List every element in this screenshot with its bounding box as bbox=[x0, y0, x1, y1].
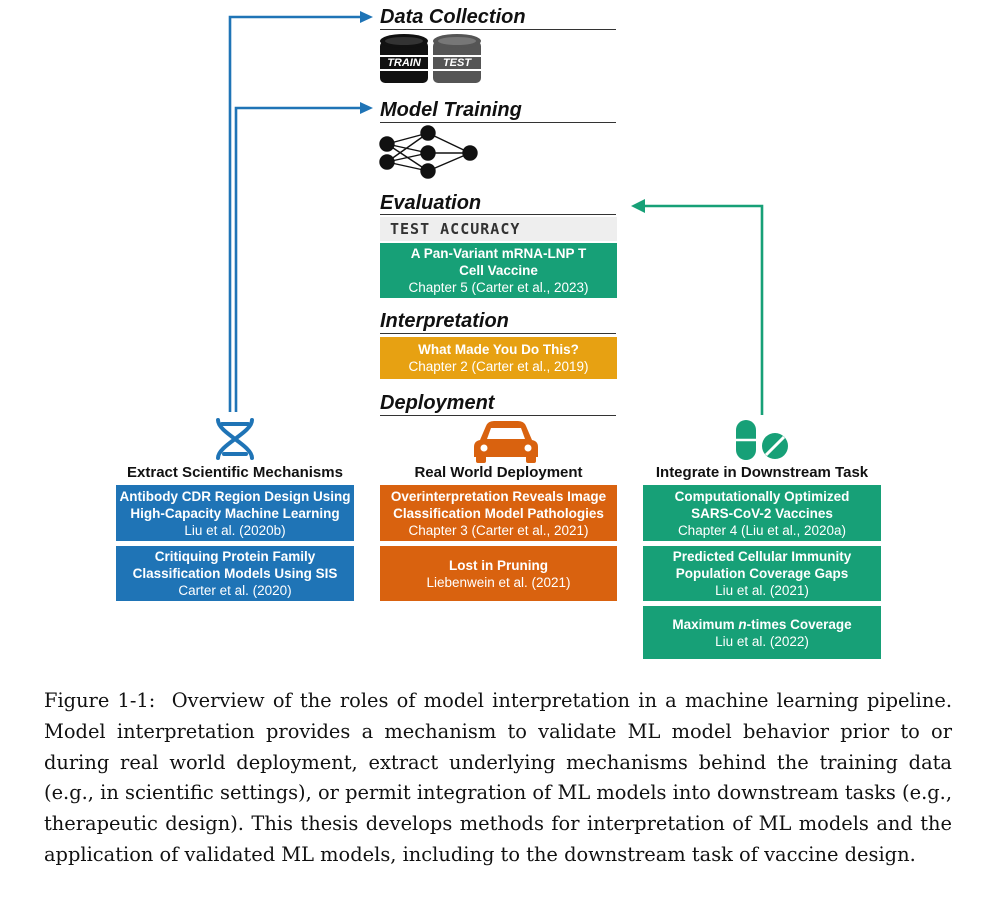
paper-box-critiquing-protein: Critiquing Protein Family Classification… bbox=[116, 546, 354, 601]
figure-caption: Figure 1-1: Overview of the roles of mod… bbox=[44, 686, 952, 871]
paper-title-line: Predicted Cellular Immunity bbox=[672, 549, 852, 564]
blue-arrow-data-collection bbox=[228, 15, 365, 412]
stage-title-deployment: Deployment bbox=[380, 392, 495, 414]
evaluation-paper-cite: Chapter 5 (Carter et al., 2023) bbox=[408, 280, 589, 295]
stage-title-evaluation: Evaluation bbox=[380, 192, 482, 214]
paper-title-line: Lost in Pruning bbox=[449, 557, 548, 573]
paper-title-line: SARS-CoV-2 Vaccines bbox=[691, 505, 833, 521]
paper-title-line: Classification Models Using SIS bbox=[132, 566, 338, 581]
caption-text: Overview of the roles of model interpret… bbox=[44, 689, 953, 866]
title-part: Maximum bbox=[672, 616, 739, 632]
pill-icon bbox=[736, 420, 788, 460]
divider bbox=[380, 29, 616, 30]
test-label: TEST bbox=[442, 57, 472, 69]
column-title-real-world-deployment: Real World Deployment bbox=[414, 464, 583, 481]
arrowhead-model-training bbox=[360, 102, 373, 114]
paper-box-maximum-n-times-coverage: Maximum n-times Coverage Liu et al. (202… bbox=[643, 606, 881, 659]
paper-box-antibody-cdr: Antibody CDR Region Design Using High-Ca… bbox=[116, 485, 354, 541]
paper-title-line: Antibody CDR Region Design Using bbox=[119, 488, 351, 504]
title-part: -times Coverage bbox=[746, 616, 852, 632]
test-accuracy-label: TEST ACCURACY bbox=[380, 217, 617, 241]
green-arrow-evaluation bbox=[644, 204, 764, 415]
car-icon bbox=[474, 421, 538, 463]
paper-title-line: Critiquing Protein Family bbox=[154, 549, 316, 564]
arrowhead-evaluation bbox=[631, 199, 645, 213]
paper-title-line: High-Capacity Machine Learning bbox=[130, 505, 340, 521]
paper-title-line: Maximum n-times Coverage bbox=[672, 616, 851, 633]
paper-title-line: Population Coverage Gaps bbox=[675, 566, 849, 581]
evaluation-paper-box: A Pan-Variant mRNA-LNP T Cell Vaccine Ch… bbox=[380, 243, 617, 298]
column-title-extract-mechanisms: Extract Scientific Mechanisms bbox=[127, 464, 343, 481]
paper-box-overinterpretation: Overinterpretation Reveals Image Classif… bbox=[380, 485, 617, 541]
paper-cite: Liu et al. (2022) bbox=[715, 633, 809, 649]
column-title-integrate-downstream: Integrate in Downstream Task bbox=[655, 464, 869, 481]
divider bbox=[380, 122, 616, 123]
interpretation-paper-cite: Chapter 2 (Carter et al., 2019) bbox=[408, 359, 589, 374]
paper-cite: Liebenwein et al. (2021) bbox=[426, 574, 571, 590]
arrowhead-data-collection bbox=[360, 11, 373, 23]
train-label: TRAIN bbox=[387, 57, 421, 69]
divider bbox=[380, 333, 616, 334]
title-part-italic: n bbox=[738, 616, 747, 632]
caption-label: Figure 1-1: bbox=[44, 689, 156, 712]
paper-cite: Liu et al. (2020b) bbox=[184, 522, 286, 538]
stage-title-interpretation: Interpretation bbox=[380, 310, 509, 332]
interpretation-paper-box: What Made You Do This? Chapter 2 (Carter… bbox=[380, 337, 617, 379]
paper-box-predicted-cellular-immunity: Predicted Cellular Immunity Population C… bbox=[643, 546, 881, 601]
paper-title-line: Classification Model Pathologies bbox=[393, 505, 604, 521]
paper-title-line: Computationally Optimized bbox=[674, 488, 850, 504]
paper-cite: Liu et al. (2021) bbox=[715, 583, 809, 598]
evaluation-paper-title: A Pan-Variant mRNA-LNP T Cell Vaccine bbox=[410, 246, 587, 278]
neural-network-icon bbox=[379, 125, 478, 179]
paper-box-lost-in-pruning: Lost in Pruning Liebenwein et al. (2021) bbox=[380, 546, 617, 601]
stage-title-data-collection: Data Collection bbox=[380, 6, 526, 28]
paper-box-computationally-optimized: Computationally Optimized SARS-CoV-2 Vac… bbox=[643, 485, 881, 541]
divider bbox=[380, 415, 616, 416]
divider bbox=[380, 214, 616, 215]
interpretation-paper-title: What Made You Do This? bbox=[418, 342, 579, 357]
paper-cite: Chapter 4 (Liu et al., 2020a) bbox=[677, 522, 847, 538]
paper-cite: Carter et al. (2020) bbox=[178, 583, 292, 598]
dna-icon bbox=[216, 418, 254, 460]
stage-title-model-training: Model Training bbox=[380, 99, 522, 121]
paper-cite: Chapter 3 (Carter et al., 2021) bbox=[408, 522, 589, 538]
paper-title-line: Overinterpretation Reveals Image bbox=[390, 488, 607, 504]
